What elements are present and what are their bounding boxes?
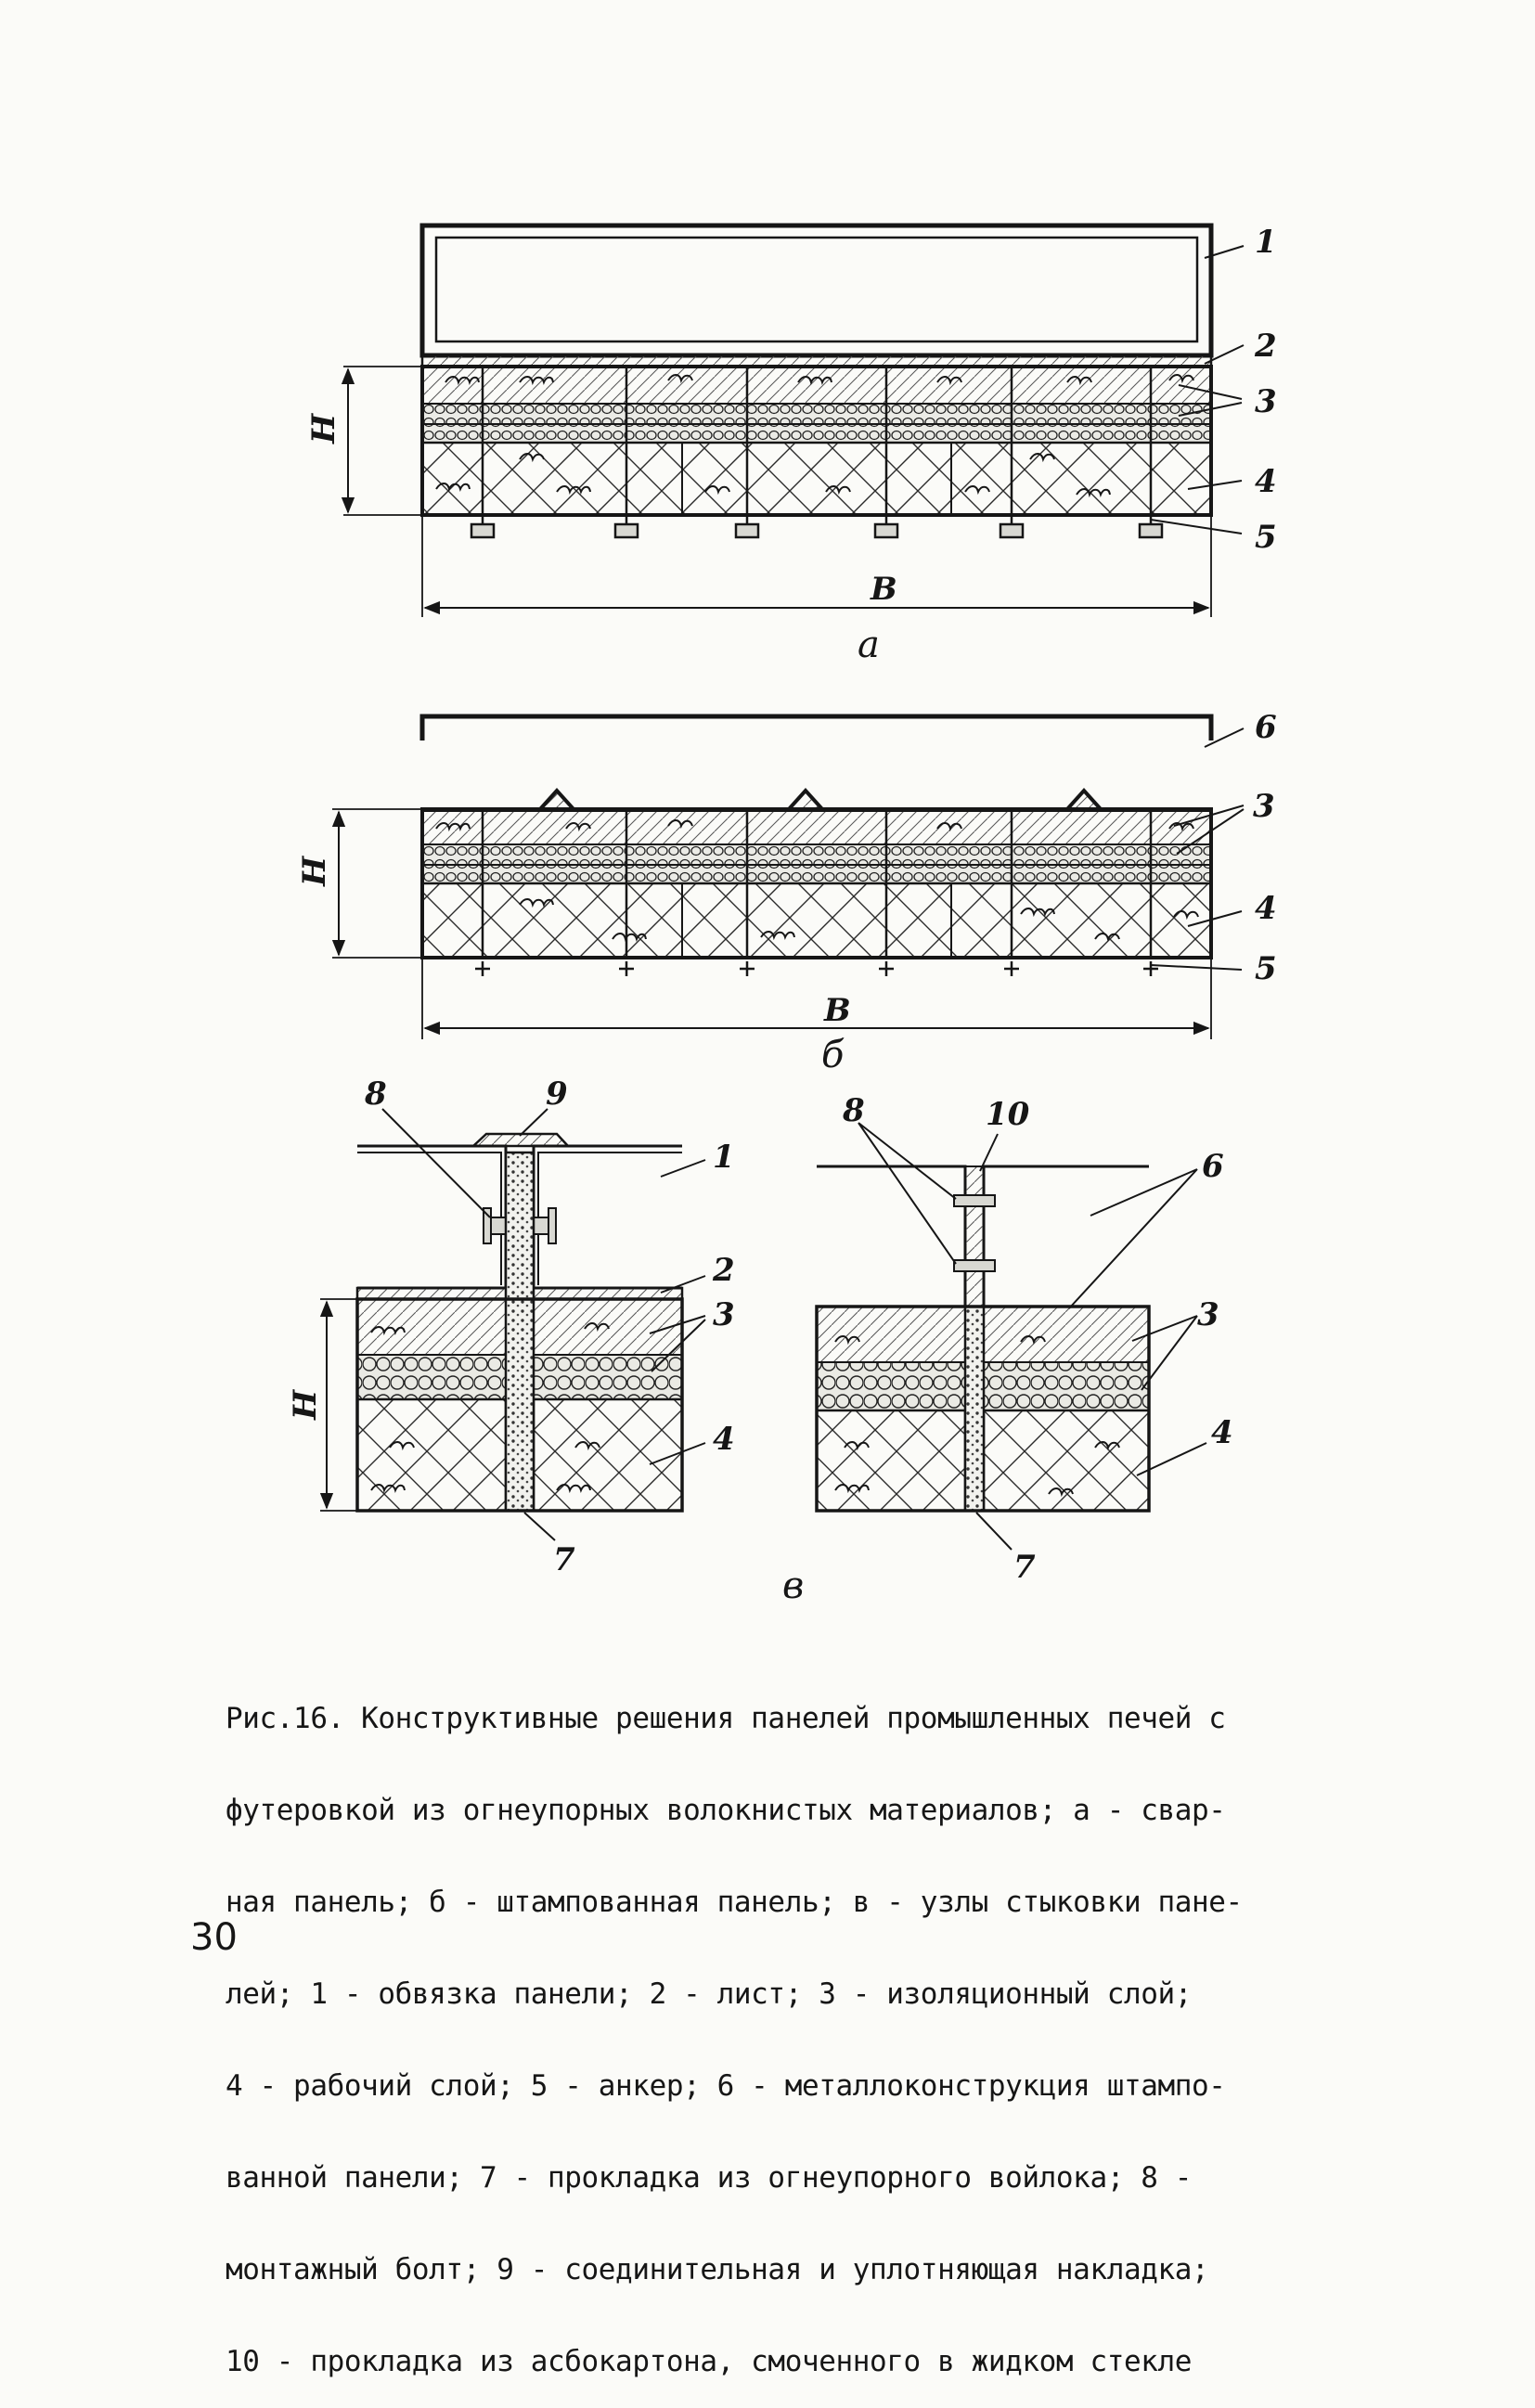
page-number: 30	[190, 1916, 238, 1959]
callout-v-left-3: 3	[713, 1296, 735, 1333]
panel-b-stamped	[331, 714, 1245, 1039]
callout-v-left-2: 2	[712, 1252, 735, 1289]
callout-a-1: 1	[1255, 224, 1277, 261]
page: 1 2 3 4 5 H B а 6 3 4 5 H B б 8 9 1 2 3 …	[190, 223, 1277, 2377]
caption-line: ная панель; б - штампованная панель; в -…	[226, 1886, 1243, 1919]
caption-line: ванной панели; 7 - прокладка из огнеупор…	[226, 2161, 1193, 2195]
dimension-h-a: H	[305, 412, 342, 444]
callout-a-4: 4	[1255, 463, 1277, 500]
sublabel-v: в	[782, 1565, 804, 1607]
dimension-h-b: H	[296, 855, 333, 887]
caption-line: лей; 1 - обвязка панели; 2 - лист; 3 - и…	[226, 1977, 1193, 2011]
caption-line: 4 - рабочий слой; 5 - анкер; 6 - металло…	[226, 2069, 1226, 2103]
callout-b-5: 5	[1255, 950, 1277, 987]
callout-a-2: 2	[1254, 328, 1277, 365]
callout-v-left-7: 7	[553, 1541, 575, 1578]
callout-v-right-3: 3	[1197, 1296, 1219, 1333]
callout-v-left-1: 1	[713, 1139, 735, 1176]
joint-left	[319, 1108, 706, 1541]
caption-line: Рис.16. Конструктивные решения панелей п…	[226, 1702, 1226, 1735]
callout-b-3: 3	[1253, 788, 1275, 825]
sublabel-a: а	[858, 624, 880, 666]
callout-a-5: 5	[1255, 519, 1277, 556]
callout-v-right-8: 8	[842, 1092, 865, 1129]
sublabel-b: б	[821, 1034, 845, 1076]
callout-v-left-9: 9	[546, 1075, 568, 1113]
callout-a-3: 3	[1255, 383, 1277, 420]
joint-right	[815, 1122, 1207, 1551]
callout-v-right-4: 4	[1211, 1414, 1233, 1451]
panel-a-welded	[341, 223, 1245, 617]
dimension-h-v: H	[287, 1388, 324, 1421]
callout-v-left-8: 8	[364, 1075, 387, 1113]
callout-b-4: 4	[1255, 890, 1277, 927]
callout-v-right-10: 10	[986, 1096, 1030, 1133]
caption-line: монтажный болт; 9 - соединительная и упл…	[226, 2253, 1209, 2286]
caption-line: 10 - прокладка из асбокартона, смоченног…	[226, 2345, 1193, 2378]
callout-v-right-7: 7	[1013, 1549, 1036, 1586]
figure-caption: Рис.16. Конструктивные решения панелей п…	[226, 1642, 1367, 2408]
technical-figure: 1 2 3 4 5 H B а 6 3 4 5 H B б 8 9 1 2 3 …	[287, 223, 1277, 1607]
callout-v-left-4: 4	[713, 1421, 735, 1458]
caption-line: футеровкой из огнеупорных волокнистых ма…	[226, 1794, 1226, 1827]
dimension-b-a: B	[870, 571, 897, 608]
callout-b-6: 6	[1255, 709, 1277, 746]
dimension-b-b: B	[823, 992, 851, 1029]
callout-v-right-6: 6	[1202, 1148, 1224, 1185]
